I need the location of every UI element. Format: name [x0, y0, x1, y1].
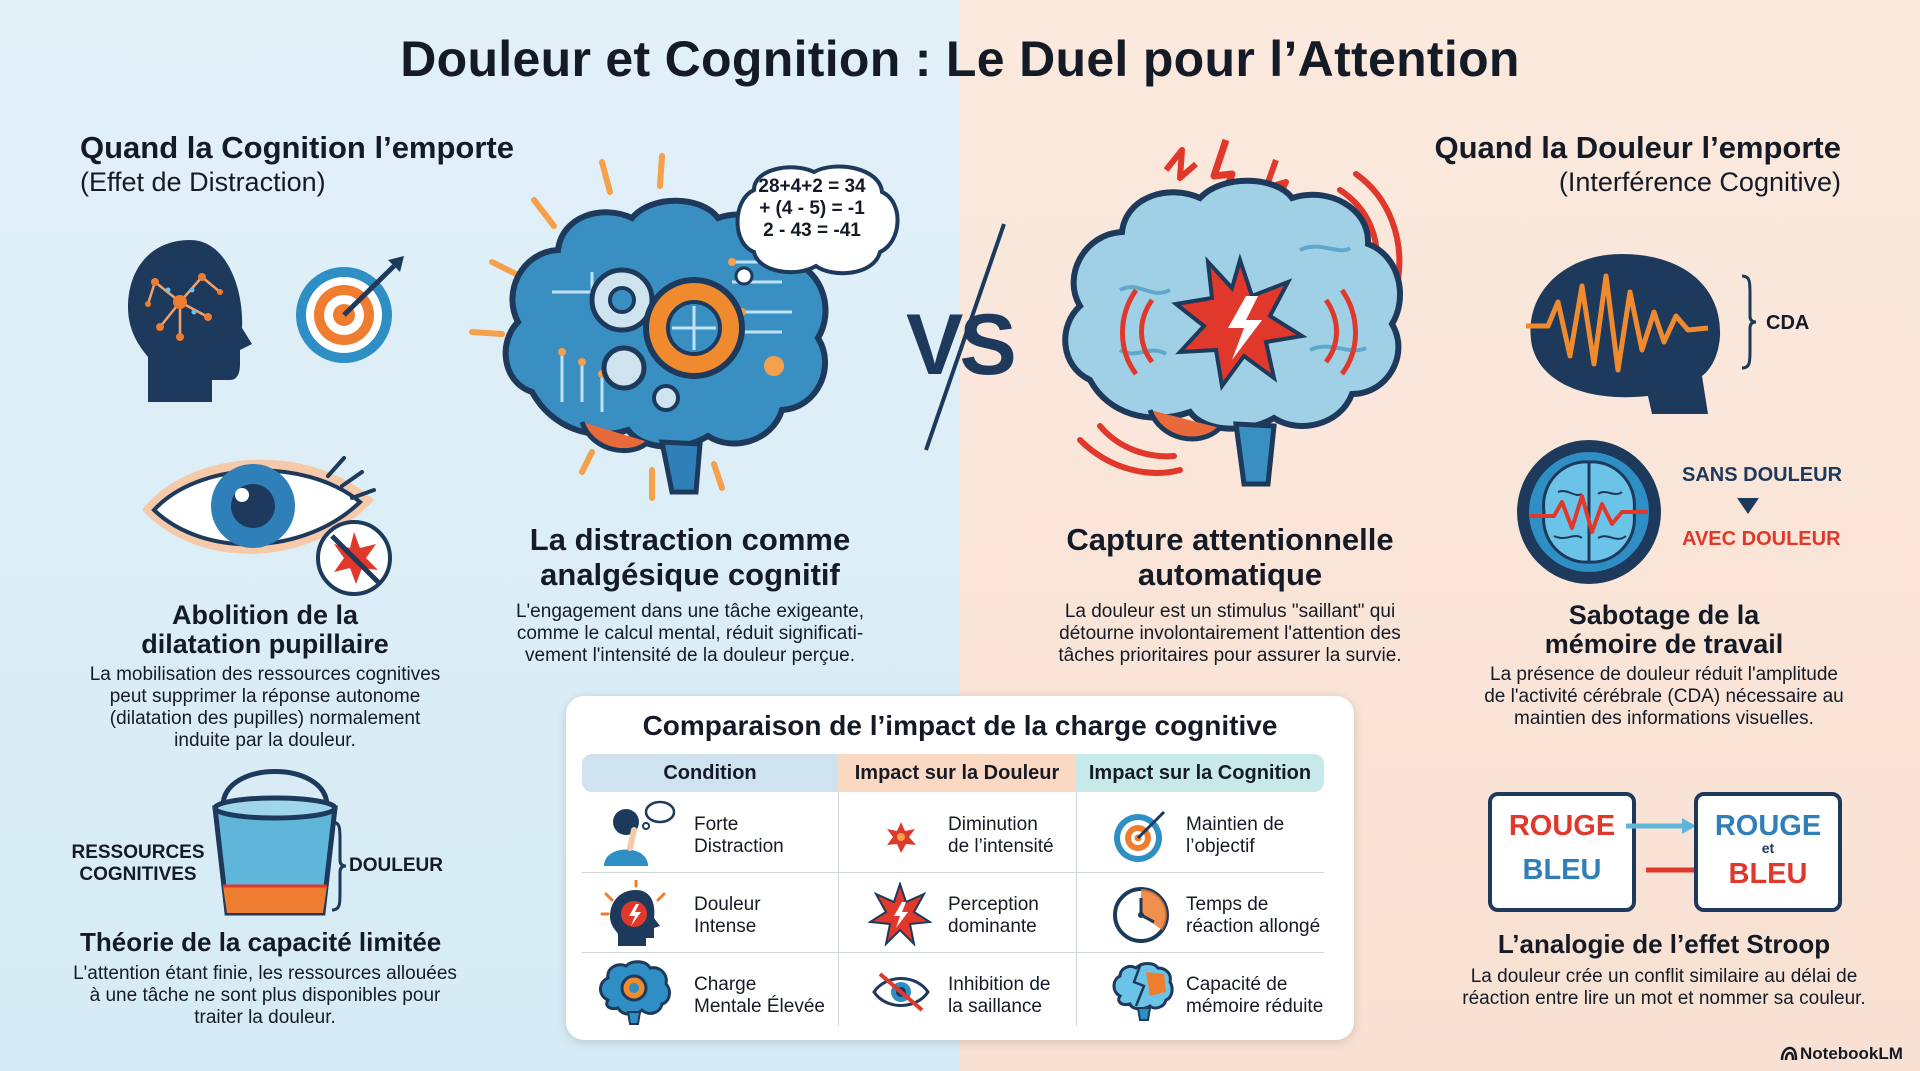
bucket-icon — [205, 768, 350, 918]
math-line-3: 2 - 43 = -41 — [763, 220, 861, 241]
pupil-text: La mobilisation des ressources cognitive… — [89, 664, 441, 751]
memory-text: La présence de douleur réduit l'amplitud… — [1484, 664, 1844, 729]
cda-label: CDA — [1766, 312, 1810, 334]
pain-burst-icon — [868, 882, 932, 946]
stroop-box-incongruent: ROUGE et BLEU — [1694, 792, 1842, 912]
arrow-down-icon — [1737, 498, 1759, 514]
cda-wave-head-icon — [1512, 246, 1742, 426]
clock-icon — [1112, 886, 1170, 944]
table-header-condition: Condition — [582, 754, 838, 792]
capacity-title: Théorie de la capacité limitée — [80, 927, 442, 957]
distracted-person-icon — [600, 800, 676, 866]
comparison-table-card: Comparaison de l’impact de la charge cog… — [566, 696, 1354, 1040]
head-neurons-icon — [120, 232, 260, 407]
notebooklm-logo-icon — [1780, 1046, 1798, 1062]
eye-icon — [138, 440, 398, 600]
table-divider — [582, 952, 1324, 953]
brain-scan-icon — [1514, 432, 1664, 592]
right-section-subheading: (Interférence Cognitive) — [1558, 167, 1841, 197]
small-burst-icon — [884, 820, 918, 854]
right-section-heading: Quand la Douleur l’emporte — [1434, 130, 1842, 165]
capture-text: La douleur est un stimulus "saillant" qu… — [1058, 601, 1402, 666]
damaged-brain-icon — [1110, 962, 1174, 1022]
stroop-word-bleu: BLEU — [1522, 854, 1602, 886]
stroop-text: La douleur crée un conflit similaire au … — [1462, 966, 1866, 1009]
with-pain-label: AVEC DOULEUR — [1682, 528, 1841, 550]
stroop-word-rouge: ROUGE — [1508, 810, 1616, 842]
pain-label: DOULEUR — [349, 855, 443, 876]
table-divider — [1076, 792, 1077, 1026]
cda-bracket-icon — [1740, 274, 1758, 370]
stroop-word-bleu-red: BLEU — [1728, 858, 1808, 890]
stroop-title: L’analogie de l’effet Stroop — [1497, 929, 1831, 959]
pain-head-icon — [598, 880, 674, 946]
pain-bracket-icon — [330, 820, 348, 912]
table-divider — [838, 792, 839, 1026]
stroop-arrows-icon — [1626, 812, 1698, 882]
stroop-box-congruent: ROUGE BLEU — [1488, 792, 1636, 912]
left-section-heading: Quand la Cognition l’emporte — [80, 130, 514, 165]
page-title: Douleur et Cognition : Le Duel pour l’At… — [400, 31, 1520, 87]
table-title: Comparaison de l’impact de la charge cog… — [642, 710, 1278, 741]
distraction-text: L'engagement dans une tâche exigeante,co… — [515, 601, 864, 666]
table-header-cognition-impact: Impact sur la Cognition — [1076, 754, 1324, 792]
left-section-subheading: (Effet de Distraction) — [80, 167, 326, 197]
without-pain-label: SANS DOULEUR — [1682, 464, 1843, 486]
stroop-word-et: et — [1761, 840, 1775, 856]
target-icon — [292, 252, 407, 367]
table-divider — [582, 872, 1324, 873]
table-header-pain-impact: Impact sur la Douleur — [838, 754, 1076, 792]
versus-emblem — [900, 222, 1020, 452]
pain-brain-icon — [1040, 130, 1420, 510]
stroop-word-rouge-blue: ROUGE — [1714, 810, 1822, 842]
gear-brain-icon — [596, 960, 672, 1026]
cognitive-brain-gears-icon — [462, 152, 882, 512]
notebooklm-brand: NotebookLM — [1800, 1044, 1903, 1063]
eye-slash-icon — [872, 970, 930, 1014]
versus-label: VS — [906, 297, 1017, 393]
math-line-2: + (4 - 5) = -1 — [759, 198, 865, 219]
capacity-text: L'attention étant finie, les ressources … — [73, 963, 457, 1028]
target-small-icon — [1112, 808, 1168, 864]
math-line-1: 28+4+2 = 34 — [758, 176, 866, 197]
